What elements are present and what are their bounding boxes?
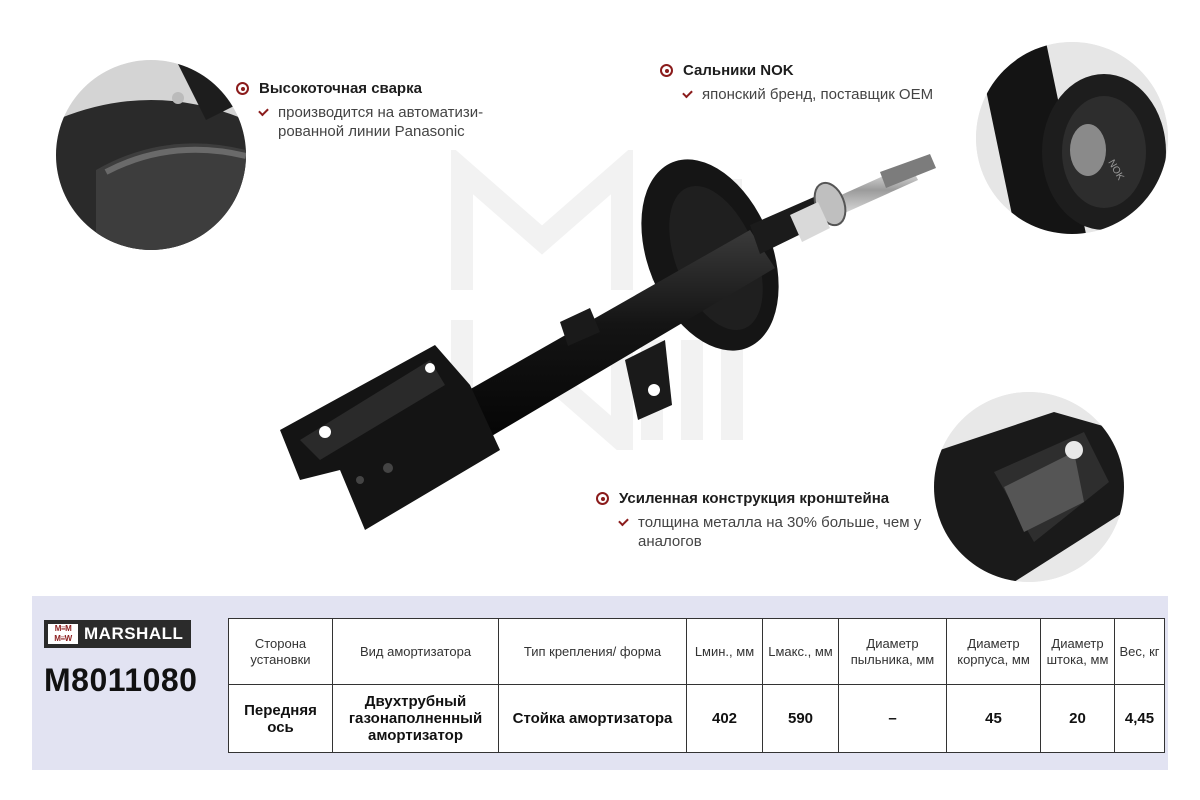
spec-value: 402 [686, 684, 763, 753]
spec-header: Lмин., мм [686, 618, 763, 685]
target-bullet-icon [660, 64, 673, 77]
feature-seals: Сальники NOK японский бренд, поставщик O… [660, 62, 990, 104]
spec-value: 20 [1040, 684, 1115, 753]
spec-value: 590 [762, 684, 839, 753]
feature-bracket: Усиленная конструкция кронштейна толщина… [596, 490, 926, 551]
spec-table: Сторона установки Вид амортизатора Тип к… [228, 618, 1165, 753]
spec-header: Тип крепления/ форма [498, 618, 687, 685]
check-icon [682, 87, 693, 99]
spec-header: Вес, кг [1114, 618, 1165, 685]
feature-title: Сальники NOK [683, 62, 794, 79]
welding-detail-image [56, 60, 246, 250]
spec-header-row: Сторона установки Вид амортизатора Тип к… [228, 618, 1165, 685]
feature-description: производится на автоматизи-рованной лини… [278, 104, 484, 140]
feature-description: японский бренд, поставщик OEM [702, 86, 934, 103]
spec-value: – [838, 684, 947, 753]
spec-header: Сторона установки [228, 618, 333, 685]
feature-welding: Высокоточная сварка производится на авто… [236, 80, 546, 141]
feature-title: Высокоточная сварка [259, 80, 422, 97]
feature-description: толщина металла на 30% больше, чем у ана… [638, 514, 922, 550]
part-number: M8011080 [44, 662, 198, 698]
check-icon [618, 515, 629, 527]
spec-header: Диаметр пыльника, мм [838, 618, 947, 685]
spec-value: 45 [946, 684, 1041, 753]
shock-absorber-image [280, 154, 936, 530]
spec-header: Диаметр штока, мм [1040, 618, 1115, 685]
bracket-detail-image [934, 392, 1124, 582]
product-showcase: NOK Высокоточная сварка производится на … [56, 42, 1168, 582]
feature-title: Усиленная конструкция кронштейна [619, 490, 890, 507]
spec-value: 4,45 [1114, 684, 1165, 753]
seal-detail-image: NOK [976, 42, 1168, 234]
brand-name: MARSHALL [84, 624, 184, 643]
spec-value: Двухтрубный газонаполненный амортизатор [332, 684, 499, 753]
spec-header: Lмакс., мм [762, 618, 839, 685]
target-bullet-icon [596, 492, 609, 505]
spec-header: Вид амортизатора [332, 618, 499, 685]
spec-value: Стойка амортизатора [498, 684, 687, 753]
spec-header: Диаметр корпуса, мм [946, 618, 1041, 685]
spec-value: Передняя ось [228, 684, 333, 753]
spec-value-row: Передняя ось Двухтрубный газонаполненный… [228, 684, 1165, 753]
check-icon [258, 105, 269, 117]
target-bullet-icon [236, 82, 249, 95]
